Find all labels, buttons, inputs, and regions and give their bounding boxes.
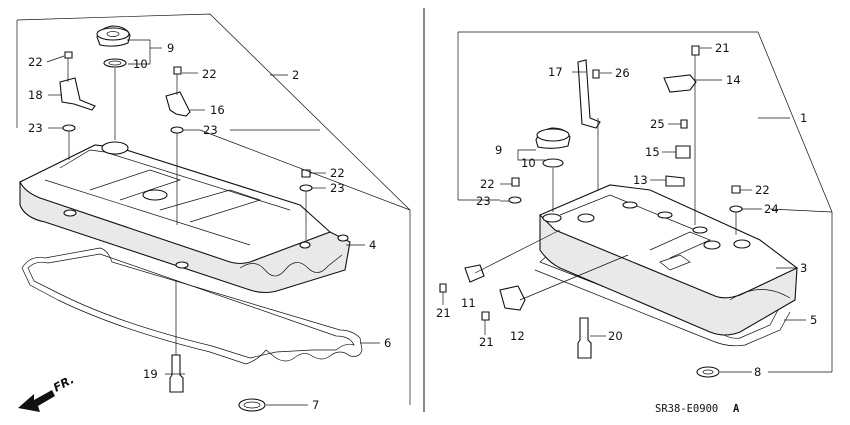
bracket-15 xyxy=(675,145,691,159)
callout-21-c: 21 xyxy=(479,335,494,349)
bracket-14 xyxy=(663,74,697,93)
callout-8: 8 xyxy=(754,365,761,379)
washer-23-mid xyxy=(170,126,184,134)
seal-10 xyxy=(103,58,127,68)
bolt-22-r1 xyxy=(511,177,520,187)
bolt-22-left xyxy=(64,51,73,59)
fr-label: FR. xyxy=(51,372,76,394)
callout-6: 6 xyxy=(384,336,391,350)
bracket-17 xyxy=(577,59,601,129)
leader-frame-1 xyxy=(458,31,833,372)
right-labels: 21 17 26 14 1 25 15 9 10 13 22 23 22 24 … xyxy=(436,41,817,415)
breather-port xyxy=(142,189,168,201)
gasket-6-inner xyxy=(27,253,355,359)
callout-9-r: 9 xyxy=(495,143,502,157)
right-assembly xyxy=(439,31,833,378)
callout-20: 20 xyxy=(608,329,623,343)
filler-hole-right xyxy=(542,213,562,223)
seal-ring-7 xyxy=(238,398,266,412)
diagram-code: SR38-E0900 xyxy=(655,403,718,415)
callout-10-r: 10 xyxy=(521,156,536,170)
diagram-revision: A xyxy=(733,403,740,415)
callout-23-r: 23 xyxy=(476,194,491,208)
callout-12: 12 xyxy=(510,329,525,343)
seal-8 xyxy=(696,366,720,378)
callout-19: 19 xyxy=(143,367,158,381)
callout-10: 10 xyxy=(133,57,148,71)
callout-26: 26 xyxy=(615,66,630,80)
clip-13 xyxy=(665,175,685,187)
callout-25: 25 xyxy=(650,117,665,131)
gasket-6 xyxy=(21,247,363,365)
seal-10-right xyxy=(542,158,564,168)
callout-23-b: 23 xyxy=(203,123,218,137)
callout-23-a: 23 xyxy=(28,121,43,135)
bolt-25 xyxy=(680,119,688,129)
bolt-21-bottom xyxy=(481,311,490,321)
callout-3: 3 xyxy=(800,261,807,275)
right-leaders xyxy=(442,47,833,373)
bracket-16 xyxy=(165,91,191,117)
bolt-22-r2 xyxy=(731,185,741,194)
callout-17: 17 xyxy=(548,65,563,79)
callout-1: 1 xyxy=(800,111,807,125)
callout-14: 14 xyxy=(726,73,741,87)
callout-13: 13 xyxy=(633,173,648,187)
callout-7: 7 xyxy=(312,398,319,412)
front-direction-arrow xyxy=(18,390,55,412)
callout-21-a: 21 xyxy=(715,41,730,55)
washer-24 xyxy=(729,205,743,213)
callout-5: 5 xyxy=(810,313,817,327)
bolt-22-right xyxy=(301,169,311,178)
washer-23-right xyxy=(299,184,313,192)
left-leaders xyxy=(46,39,411,406)
callout-22-c: 22 xyxy=(330,166,345,180)
callout-4: 4 xyxy=(369,238,376,252)
callout-24: 24 xyxy=(764,202,779,216)
oil-filler-hole xyxy=(101,141,129,155)
callout-22-r2: 22 xyxy=(755,183,770,197)
callout-16: 16 xyxy=(210,103,225,117)
callout-22-r1: 22 xyxy=(480,177,495,191)
bolt-26 xyxy=(592,69,600,79)
clamp-12 xyxy=(499,285,526,311)
callout-15: 15 xyxy=(645,145,660,159)
left-assembly xyxy=(16,13,411,412)
grommet-11 xyxy=(464,264,485,283)
bolt-22-mid xyxy=(173,66,182,75)
leader-frame-2 xyxy=(16,13,411,405)
callout-2: 2 xyxy=(292,68,299,82)
stud-bolt-19 xyxy=(169,354,184,393)
callout-22-b: 22 xyxy=(202,67,217,81)
bracket-18 xyxy=(59,77,96,111)
callout-11: 11 xyxy=(461,296,476,310)
bolt-21-left xyxy=(439,283,447,293)
callout-21-b: 21 xyxy=(436,306,451,320)
callout-9: 9 xyxy=(167,41,174,55)
left-labels: 22 18 23 9 10 22 16 23 2 22 23 4 6 19 7 … xyxy=(28,41,391,412)
stud-bolt-20 xyxy=(577,317,592,359)
callout-23-c: 23 xyxy=(330,181,345,195)
washer-23-left xyxy=(62,124,76,132)
bolt-21-top xyxy=(691,45,700,56)
callout-22-a: 22 xyxy=(28,55,43,69)
washer-23-r xyxy=(508,196,522,204)
callout-18: 18 xyxy=(28,88,43,102)
